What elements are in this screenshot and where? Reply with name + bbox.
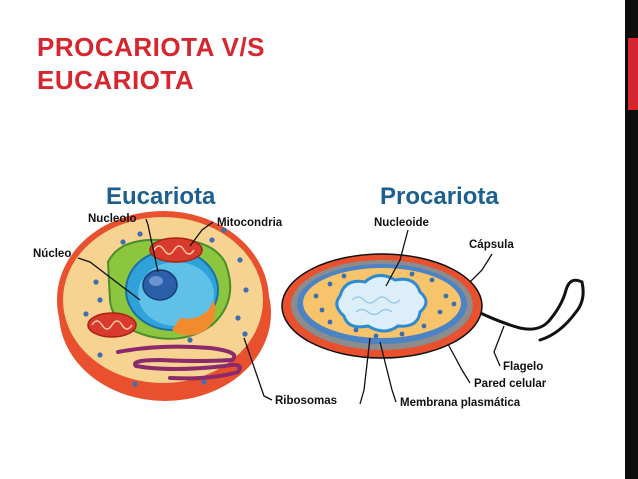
label-pared-celular: Pared celular [474,378,547,390]
label-mitocondria: Mitocondria [217,217,283,229]
label-nucleo: Núcleo [33,248,71,260]
cell-comparison-diagram: Eucariota Nucleolo Mitocondria Núcleo Ri… [0,0,625,479]
nucleoid [337,275,426,331]
label-capsula: Cápsula [469,239,514,251]
label-ribosomas: Ribosomas [275,395,337,407]
eukaryote-heading: Eucariota [106,183,216,210]
mitochondrion-left [88,313,136,337]
label-nucleoide: Nucleoide [374,217,429,229]
right-edge-accent [628,38,638,110]
nucleolus-highlight [149,276,163,286]
prokaryote-heading: Procariota [380,183,499,210]
leader-capsula [470,254,492,282]
label-membrana-plasmatica: Membrana plasmática [400,397,521,409]
leader-flagelo [494,326,504,366]
label-flagelo: Flagelo [503,361,543,373]
leader-pared-celular [448,344,470,383]
prokaryote-cell [282,254,583,358]
flagellum [470,280,583,340]
label-nucleolo: Nucleolo [88,213,137,225]
eukaryote-cell [59,214,271,401]
mitochondrion-top [150,238,202,262]
